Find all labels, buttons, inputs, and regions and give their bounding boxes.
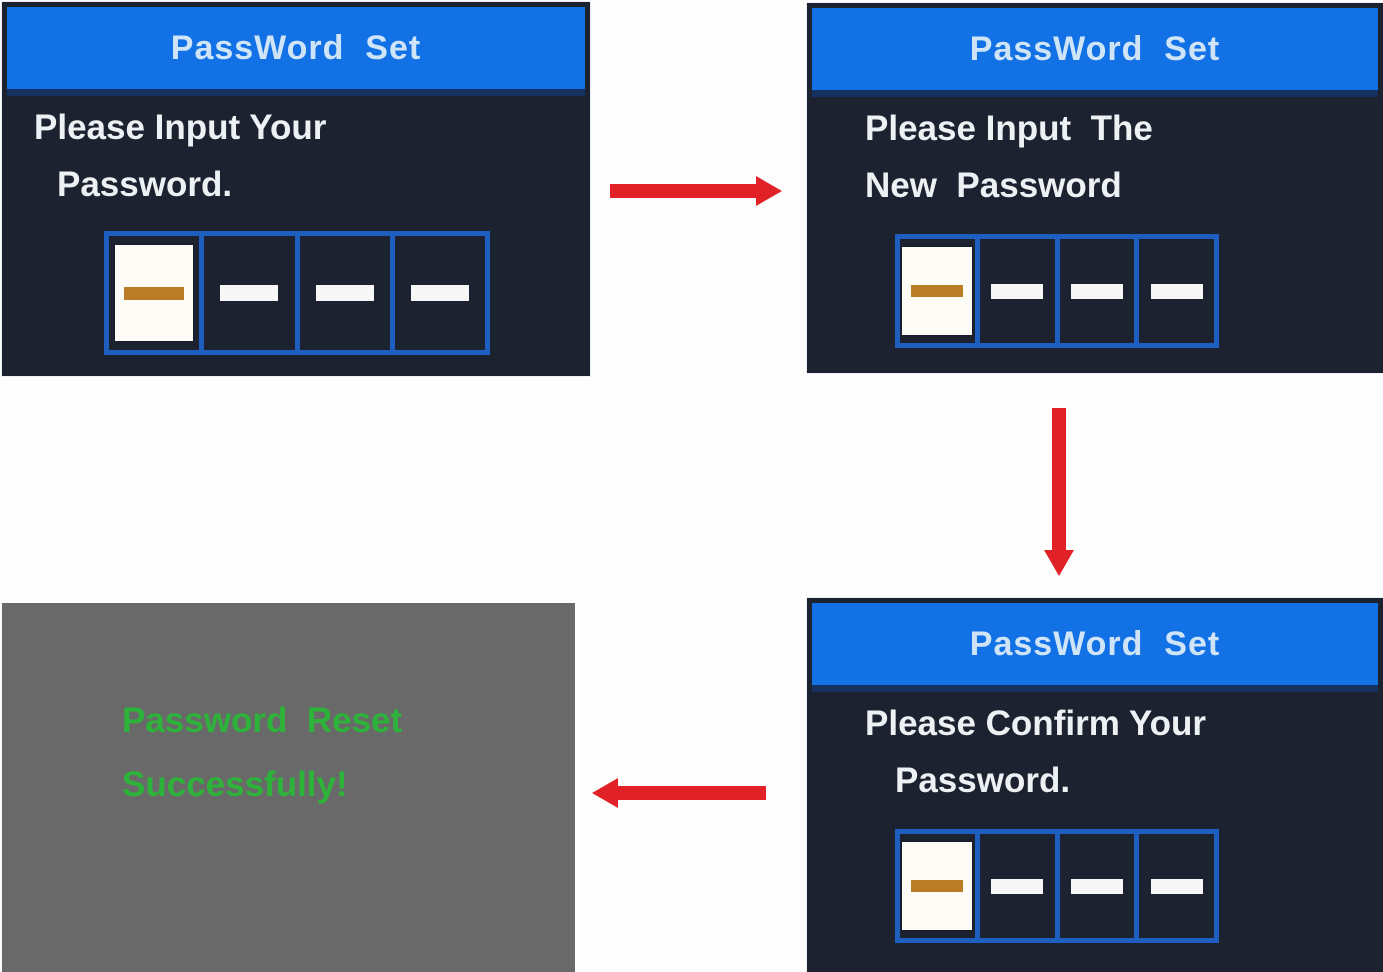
password-slot-1-active[interactable] [900,239,980,343]
active-slot-cursor-box [115,245,194,341]
password-slot-4[interactable] [395,236,485,350]
osd-header: PassWord Set [812,8,1378,97]
empty-dash [315,285,374,301]
cursor-dash [911,880,964,892]
password-slot-2[interactable] [980,239,1060,343]
flow-arrow-right-icon [610,176,784,206]
prompt-line-1: Please Input Your [34,108,327,147]
password-slot-2[interactable] [204,236,300,350]
screen-input-new-password: PassWord Set Please Input The New Passwo… [807,3,1383,373]
prompt-line-2: Password. [895,761,1071,800]
password-slot-3[interactable] [1060,834,1140,938]
empty-dash [991,283,1044,299]
arrow-shaft [618,786,766,800]
empty-dash [1150,283,1203,299]
empty-dash [1150,878,1203,894]
arrow-shaft [610,184,758,198]
arrow-head [1044,550,1074,576]
empty-dash [1070,283,1123,299]
prompt-line-2: New Password [865,166,1122,205]
password-slot-row [104,231,490,355]
active-slot-cursor-box [902,247,973,335]
password-slot-4[interactable] [1139,834,1214,938]
osd-header: PassWord Set [812,603,1378,692]
screen-input-current-password: PassWord Set Please Input Your Password. [2,2,590,376]
password-slot-3[interactable] [300,236,395,350]
prompt-line-1: Please Input The [865,109,1153,148]
success-line-2: Successfully! [122,765,348,804]
empty-dash [410,285,469,301]
empty-dash [991,878,1044,894]
flow-arrow-left-icon [592,778,766,808]
prompt-line-2: Password. [57,165,233,204]
osd-header: PassWord Set [7,7,585,96]
cursor-dash [911,285,964,297]
empty-dash [220,285,279,301]
success-line-1: Password Reset [122,701,403,740]
prompt-line-1: Please Confirm Your [865,704,1207,743]
osd-title: PassWord Set [969,29,1221,68]
password-slot-2[interactable] [980,834,1060,938]
osd-title: PassWord Set [969,624,1221,663]
password-slot-1-active[interactable] [900,834,980,938]
password-slot-4[interactable] [1139,239,1214,343]
password-slot-row [895,234,1219,348]
flow-arrow-down-icon [1044,408,1074,580]
password-slot-3[interactable] [1060,239,1140,343]
screen-confirm-password: PassWord Set Please Confirm Your Passwor… [807,598,1383,972]
active-slot-cursor-box [902,842,973,930]
screen-reset-success: Password Reset Successfully! [2,603,575,972]
arrow-head [592,778,618,808]
empty-dash [1070,878,1123,894]
osd-title: PassWord Set [170,28,422,67]
arrow-shaft [1052,408,1066,552]
cursor-dash [124,286,185,300]
arrow-head [756,176,782,206]
password-slot-row [895,829,1219,943]
password-slot-1-active[interactable] [109,236,205,350]
